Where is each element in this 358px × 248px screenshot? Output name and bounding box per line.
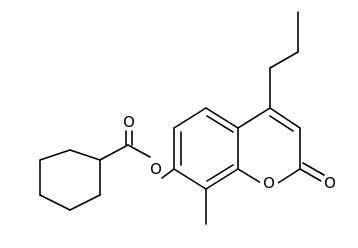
bond-ring-oxygen-c2 xyxy=(277,168,301,184)
ring-oxygen-label: O xyxy=(263,174,275,192)
carbonyl-oxygen-atom: O xyxy=(120,113,138,131)
lactone-carbonyl-oxygen-atom: O xyxy=(321,174,339,192)
bond-c8a-ring-oxygen xyxy=(237,168,262,184)
bond-benzene-3-inner xyxy=(206,115,234,133)
bond-lactone-carbonyl-a xyxy=(299,168,322,182)
atoms: O O O O xyxy=(120,113,339,192)
bonds xyxy=(39,11,325,225)
bond-c3-c4-inner xyxy=(269,115,294,132)
bond-benzene-5 xyxy=(205,168,239,190)
lactone-carbonyl-oxygen-label: O xyxy=(324,174,336,192)
bond-cyclohexyl-1 xyxy=(39,149,71,161)
bond-cyclohexyl-carbonyl xyxy=(99,144,129,161)
bond-propyl-2 xyxy=(269,51,299,69)
ester-oxygen-label: O xyxy=(150,160,162,178)
bond-ester-oxygen-aryl xyxy=(161,168,175,179)
bond-cyclohexyl-5 xyxy=(39,194,71,211)
ester-oxygen-atom: O xyxy=(147,160,165,178)
bond-lactone-carbonyl-b xyxy=(302,162,325,176)
bond-carbonyl-ester-oxygen xyxy=(127,144,151,158)
bond-cyclohexyl-2 xyxy=(69,149,101,161)
bond-c4-c4a xyxy=(237,107,271,129)
bond-benzene-5-inner xyxy=(206,164,234,182)
carbonyl-oxygen-label: O xyxy=(123,113,135,131)
bond-c3-c4 xyxy=(269,107,301,129)
bond-benzene-3 xyxy=(205,107,239,129)
bond-cyclohexyl-4 xyxy=(69,194,101,211)
bond-benzene-6 xyxy=(173,168,207,190)
bond-benzene-2 xyxy=(173,107,207,129)
ring-oxygen-atom: O xyxy=(260,174,278,192)
